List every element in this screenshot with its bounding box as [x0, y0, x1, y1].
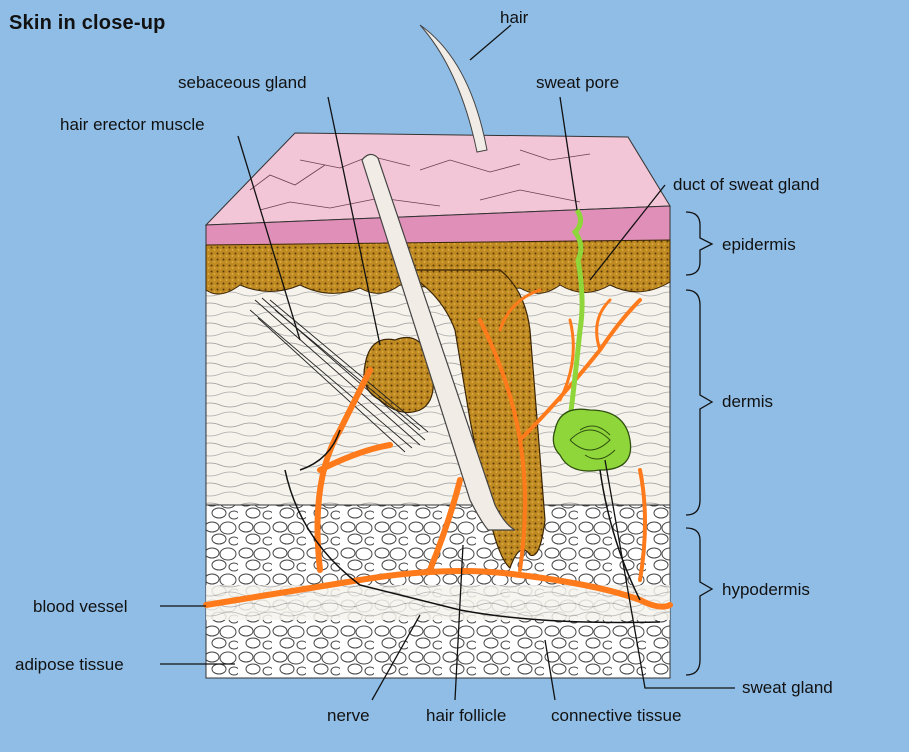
label-duct-of-sweat-gland: duct of sweat gland	[673, 175, 819, 195]
label-hypodermis: hypodermis	[722, 580, 810, 600]
label-sweat-pore: sweat pore	[536, 73, 619, 93]
label-epidermis: epidermis	[722, 235, 796, 255]
label-blood-vessel: blood vessel	[33, 597, 128, 617]
label-hair-follicle: hair follicle	[426, 706, 506, 726]
label-hair: hair	[500, 8, 528, 28]
hypodermis-bracket	[686, 528, 712, 675]
dermis-bracket	[686, 290, 712, 515]
label-sweat-gland: sweat gland	[742, 678, 833, 698]
hair-leader	[470, 25, 511, 60]
layer-brackets	[686, 212, 712, 675]
label-dermis: dermis	[722, 392, 773, 412]
epidermis-bracket	[686, 212, 712, 275]
page-title: Skin in close-up	[9, 12, 166, 35]
label-adipose-tissue: adipose tissue	[15, 655, 124, 675]
label-connective-tissue: connective tissue	[551, 706, 681, 726]
hair-above-surface	[420, 25, 487, 152]
label-hair-erector-muscle: hair erector muscle	[60, 115, 205, 135]
label-nerve: nerve	[327, 706, 370, 726]
sweat-gland-coil	[553, 409, 630, 471]
label-sebaceous-gland: sebaceous gland	[178, 73, 307, 93]
